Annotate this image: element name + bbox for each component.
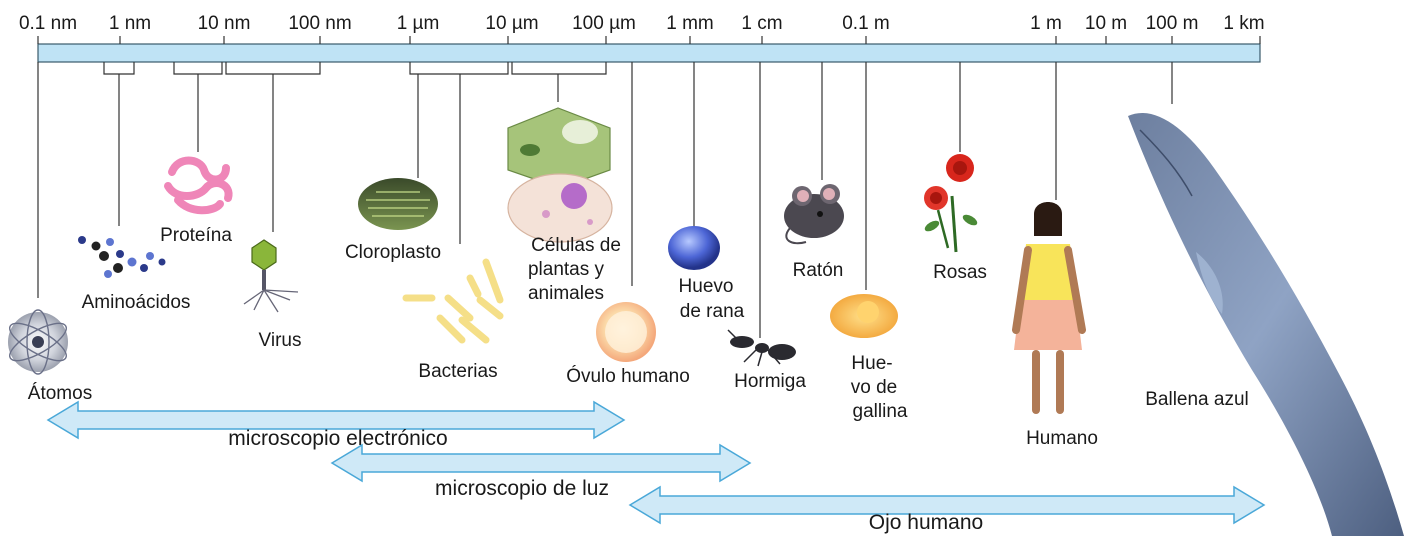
tick-label: 10 m (1085, 13, 1127, 34)
tick-label: 1 cm (741, 13, 782, 34)
label-huevo-gallina-line1: Hue- (851, 353, 892, 374)
range-label-ojo: Ojo humano (869, 511, 983, 534)
tick-label: 10 µm (485, 13, 538, 34)
cells-icon (508, 108, 612, 242)
hen-egg-icon (830, 294, 898, 338)
tick-label: 0.1 nm (19, 13, 77, 34)
label-rosas: Rosas (933, 262, 987, 283)
frog-egg-icon (668, 226, 720, 270)
roses-icon (923, 154, 979, 252)
label-cloroplasto: Cloroplasto (345, 242, 441, 263)
label-huevo-gallina-line2: vo de (851, 377, 897, 398)
bacteria-icon (406, 262, 500, 340)
tick-label: 100 nm (288, 13, 351, 34)
scale-bar (38, 44, 1260, 62)
tick-label: 1 km (1223, 13, 1264, 34)
label-humano: Humano (1026, 428, 1098, 449)
label-atomos: Átomos (28, 383, 92, 404)
label-aminoacidos: Aminoácidos (82, 292, 191, 313)
human-icon (1014, 202, 1082, 410)
blue-whale-icon (1128, 113, 1404, 536)
label-huevo-rana-line2: de rana (680, 301, 745, 322)
label-celulas-line1: Células de (531, 235, 621, 256)
ant-icon (728, 330, 796, 366)
scale-tick-labels: 0.1 nm 1 nm 10 nm 100 nm 1 µm 10 µm 100 … (19, 13, 1265, 34)
protein-icon (168, 161, 229, 211)
mouse-icon (784, 184, 844, 243)
tick-label: 0.1 m (842, 13, 890, 34)
label-bacterias: Bacterias (418, 361, 497, 382)
tick-label: 100 µm (572, 13, 636, 34)
label-huevo-gallina-line3: gallina (853, 401, 908, 422)
range-label-luz: microscopio de luz (435, 477, 609, 500)
tick-label: 1 µm (397, 13, 440, 34)
label-ballena: Ballena azul (1145, 389, 1249, 410)
label-celulas-line3: animales (528, 283, 604, 304)
tick-label: 1 nm (109, 13, 151, 34)
scale-tick-marks (38, 36, 1260, 44)
tick-label: 1 m (1030, 13, 1062, 34)
label-ovulo: Óvulo humano (566, 365, 690, 387)
chloroplast-icon (358, 178, 438, 230)
range-light-microscope: microscopio de luz (332, 445, 750, 500)
label-huevo-rana-line1: Huevo (679, 276, 734, 297)
tick-label: 10 nm (198, 13, 251, 34)
human-ovum-icon (596, 302, 656, 362)
tick-label: 1 mm (666, 13, 714, 34)
atom-icon (5, 310, 71, 374)
amino-acids-icon (78, 236, 166, 278)
range-human-eye: Ojo humano (630, 487, 1264, 534)
label-celulas-line2: plantas y (528, 259, 605, 280)
virus-icon (244, 240, 298, 312)
label-proteina: Proteína (160, 225, 232, 246)
range-label-electronico: microscopio electrónico (228, 427, 447, 450)
label-hormiga: Hormiga (734, 371, 806, 392)
range-electronic-microscope: microscopio electrónico (48, 402, 624, 450)
tick-label: 100 m (1146, 13, 1199, 34)
label-raton: Ratón (793, 260, 844, 281)
label-virus: Virus (259, 330, 302, 351)
